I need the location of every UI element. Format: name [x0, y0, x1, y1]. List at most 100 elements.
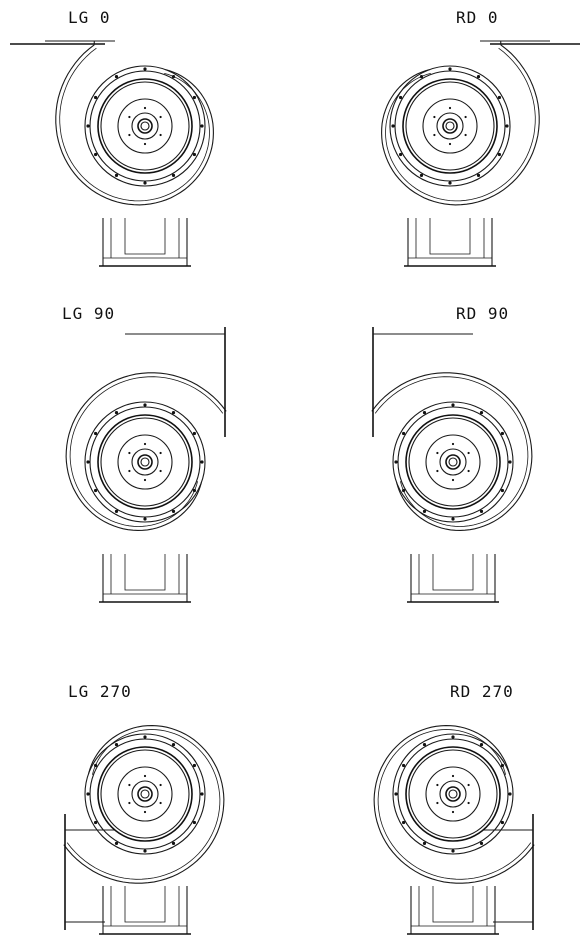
hub-bolt: [143, 442, 147, 446]
flange-bolt: [448, 181, 452, 185]
flange-bolt: [399, 152, 403, 157]
flange-bolt: [422, 509, 427, 513]
inlet-ring: [84, 401, 206, 523]
volute-housing-inner: [69, 376, 224, 527]
flange-bolt: [500, 431, 504, 436]
flange-bolt: [114, 743, 119, 747]
hub-bolt: [143, 106, 147, 110]
inlet-ring: [405, 81, 495, 171]
inlet-ring: [100, 81, 190, 171]
inlet-ring: [425, 434, 481, 490]
inlet-ring: [117, 98, 173, 154]
inlet-ring: [89, 70, 201, 182]
hub-bolt: [128, 783, 131, 787]
hub-ring: [442, 118, 458, 134]
flange-bolt: [94, 763, 98, 768]
flange-bolt: [171, 743, 176, 747]
flange-bolt: [171, 75, 176, 79]
inlet-ring: [394, 70, 506, 182]
flange-bolt: [192, 820, 196, 825]
inlet-ring: [89, 738, 201, 850]
hub-bolt: [143, 810, 147, 814]
hub-bolt: [448, 142, 452, 146]
inlet-ring: [397, 406, 509, 518]
hub-bolt: [451, 442, 455, 446]
fan-drawing-lg-0: [10, 40, 214, 267]
view-label-lg-0: LG 0: [68, 8, 111, 27]
flange-bolt: [192, 95, 196, 100]
hub-outer: [436, 112, 464, 140]
hub-bolt: [467, 451, 470, 455]
flange-bolt: [94, 152, 98, 157]
view-rd-90: RD 90: [290, 300, 580, 610]
flange-bolt: [114, 75, 119, 79]
hub-bolt: [159, 133, 162, 137]
volute-housing-inner: [66, 729, 221, 880]
flange-bolt: [171, 509, 176, 513]
hub-bolt: [143, 478, 147, 482]
pedestal-web: [432, 886, 474, 923]
hub-ring: [137, 454, 153, 470]
view-label-rd-270: RD 270: [450, 682, 514, 701]
hub-bolt: [436, 801, 439, 805]
fan-assembly: [373, 725, 535, 935]
inlet-ring: [84, 733, 206, 855]
flange-bolt: [451, 403, 455, 407]
flange-bolt: [500, 488, 504, 493]
volute-housing-outer: [55, 44, 214, 206]
fan-assembly: [10, 40, 214, 267]
hub-bolt: [464, 133, 467, 137]
hub-bolt: [467, 801, 470, 805]
volute-housing-outer: [381, 44, 540, 206]
pedestal-leg: [110, 554, 180, 594]
flange-bolt: [192, 152, 196, 157]
flange-bolt: [143, 735, 147, 739]
shaft: [448, 457, 458, 467]
hub-bolt: [143, 774, 147, 778]
pedestal-frame: [102, 218, 188, 267]
view-label-lg-270: LG 270: [68, 682, 132, 701]
hub-bolt: [159, 451, 162, 455]
flange-bolt: [200, 124, 204, 128]
inlet-ring: [89, 406, 201, 518]
volute-housing-outer: [371, 372, 533, 531]
pedestal-leg: [110, 886, 180, 926]
flange-bolt: [86, 792, 90, 796]
hub-bolt: [451, 478, 455, 482]
flange-bolt: [402, 763, 406, 768]
hub-bolt: [467, 783, 470, 787]
hub-bolt: [159, 469, 162, 473]
flange-bolt: [508, 792, 512, 796]
flange-bolt: [479, 509, 484, 513]
inlet-ring: [97, 746, 193, 842]
pedestal-leg: [110, 218, 180, 258]
flange-bolt: [394, 792, 398, 796]
fan-drawing-rd-270: [373, 725, 535, 935]
view-label-rd-90: RD 90: [456, 304, 510, 323]
flange-bolt: [143, 67, 147, 71]
flange-bolt: [94, 95, 98, 100]
flange-bolt: [422, 841, 427, 845]
flange-bolt: [171, 173, 176, 177]
flange-bolt: [94, 431, 98, 436]
flange-bolt: [402, 488, 406, 493]
hub-outer: [131, 448, 159, 476]
volute-housing-inner: [374, 376, 529, 527]
inlet-ring: [100, 417, 190, 507]
flange-bolt: [500, 763, 504, 768]
flange-bolt: [114, 173, 119, 177]
hub-bolt: [451, 810, 455, 814]
flange-bolt: [86, 460, 90, 464]
shaft: [140, 789, 150, 799]
flange-bolt: [500, 820, 504, 825]
hub-ring: [137, 786, 153, 802]
pedestal-leg: [418, 886, 488, 926]
hub-bolt: [467, 469, 470, 473]
hub-ring: [445, 454, 461, 470]
hub-bolt: [436, 783, 439, 787]
flange-bolt: [94, 488, 98, 493]
pedestal-web: [124, 218, 166, 255]
hub-outer: [131, 112, 159, 140]
inlet-ring: [405, 746, 501, 842]
